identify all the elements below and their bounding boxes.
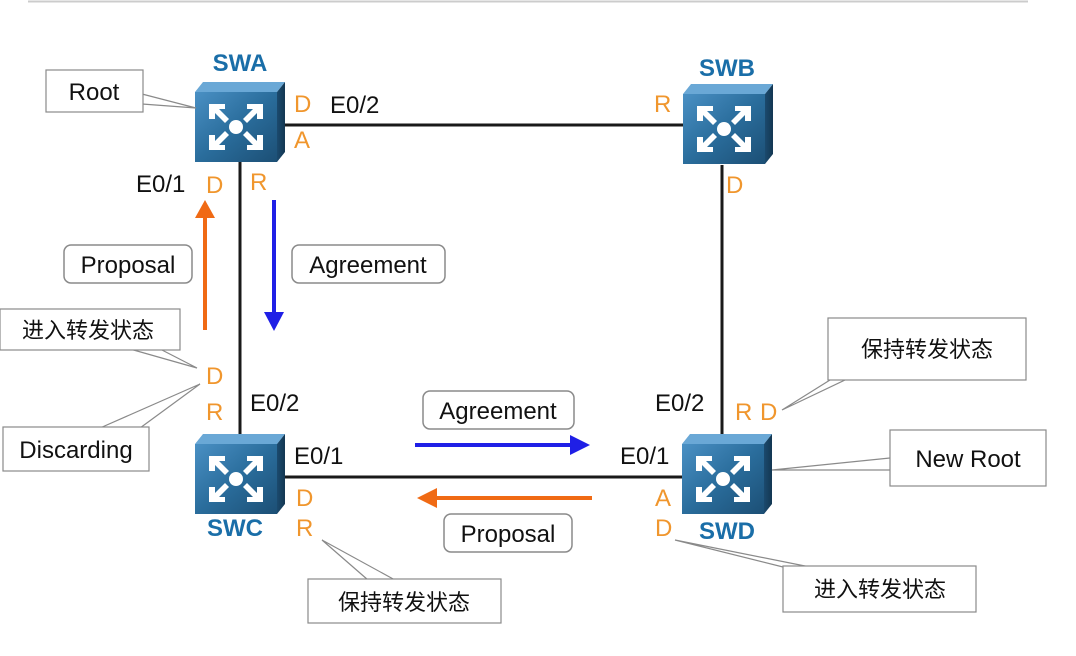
callout-new-root-box bbox=[889, 429, 1047, 487]
switch-name: SWB bbox=[699, 55, 755, 82]
callout-pointer bbox=[141, 93, 197, 109]
callout-new-root: New Root bbox=[915, 446, 1021, 473]
callout-keep-forwarding-bottom-box bbox=[307, 578, 502, 624]
port-role: D bbox=[206, 363, 223, 390]
switch-icon bbox=[195, 434, 285, 514]
port-role: R bbox=[206, 399, 223, 426]
switch-icon bbox=[195, 82, 285, 162]
port-labels: E0/2 E0/1 E0/2 E0/1 E0/2 E0/1 bbox=[136, 92, 704, 470]
switch-name: SWA bbox=[213, 50, 268, 77]
callout-pointer bbox=[771, 457, 891, 471]
callout-root-box bbox=[45, 69, 144, 113]
port-role: A bbox=[655, 485, 671, 512]
port-label: E0/2 bbox=[250, 390, 299, 417]
port-role: D bbox=[655, 515, 672, 542]
proposal-label-bottom: Proposal bbox=[461, 521, 556, 548]
port-role: A bbox=[294, 127, 310, 154]
callout-enter-forwarding-bottom-box bbox=[782, 565, 977, 613]
links bbox=[238, 123, 724, 479]
switch-swc: SWC bbox=[195, 434, 285, 542]
arrow-head bbox=[570, 435, 590, 455]
callout-keep-forwarding-bottom: 保持转发状态 bbox=[338, 591, 470, 616]
callout-root: Root bbox=[69, 79, 120, 106]
port-role: D bbox=[294, 91, 311, 118]
arrow-head bbox=[264, 312, 284, 331]
proposal-label-left: Proposal bbox=[81, 252, 176, 279]
callout-enter-forwarding-bottom: 进入转发状态 bbox=[814, 578, 946, 603]
port-label: E0/1 bbox=[620, 443, 669, 470]
agreement-box-left bbox=[291, 244, 446, 284]
port-role: D bbox=[206, 172, 223, 199]
callouts: Root 进入转发状态 Discarding 保持转发状态 New Root 保… bbox=[0, 69, 1047, 624]
switch-icon bbox=[683, 84, 773, 164]
callout-discarding: Discarding bbox=[19, 437, 132, 464]
port-roles: D A D R R D D R D R R D A D bbox=[206, 91, 777, 542]
port-role: D bbox=[760, 399, 777, 426]
port-label: E0/2 bbox=[330, 92, 379, 119]
proposal-box-bottom bbox=[443, 513, 573, 553]
switch-name: SWD bbox=[699, 518, 755, 545]
port-label: E0/2 bbox=[655, 390, 704, 417]
callout-pointer bbox=[674, 539, 811, 568]
port-role: R bbox=[735, 399, 752, 426]
callout-enter-forwarding-left: 进入转发状态 bbox=[22, 319, 154, 344]
port-label: E0/1 bbox=[136, 171, 185, 198]
port-role: D bbox=[726, 172, 743, 199]
message-arrows bbox=[195, 200, 592, 508]
switch-name: SWC bbox=[207, 515, 263, 542]
callout-enter-forwarding-left-box bbox=[0, 308, 181, 351]
message-labels: Proposal Agreement Agreement Proposal bbox=[63, 244, 575, 553]
port-role: R bbox=[296, 515, 313, 542]
callout-pointer bbox=[99, 383, 201, 429]
agreement-box-bottom bbox=[422, 390, 575, 430]
switch-swb: SWB bbox=[683, 55, 773, 164]
callout-keep-forwarding-right: 保持转发状态 bbox=[861, 338, 993, 363]
port-label: E0/1 bbox=[294, 443, 343, 470]
switch-swd: SWD bbox=[682, 434, 772, 545]
agreement-label-bottom: Agreement bbox=[439, 398, 557, 425]
switch-swa: SWA bbox=[195, 50, 285, 162]
port-role: R bbox=[250, 169, 267, 196]
arrow-head bbox=[195, 200, 215, 218]
port-role: D bbox=[296, 485, 313, 512]
callout-keep-forwarding-right-box bbox=[827, 317, 1027, 381]
callout-pointer bbox=[321, 539, 396, 581]
arrow-head bbox=[417, 488, 437, 508]
callout-pointer bbox=[781, 379, 846, 411]
switch-icon bbox=[682, 434, 772, 514]
proposal-box-left bbox=[63, 244, 193, 284]
port-role: R bbox=[654, 91, 671, 118]
agreement-label-left: Agreement bbox=[309, 252, 427, 279]
callout-pointer bbox=[129, 348, 198, 369]
callout-discarding-box bbox=[2, 426, 150, 472]
